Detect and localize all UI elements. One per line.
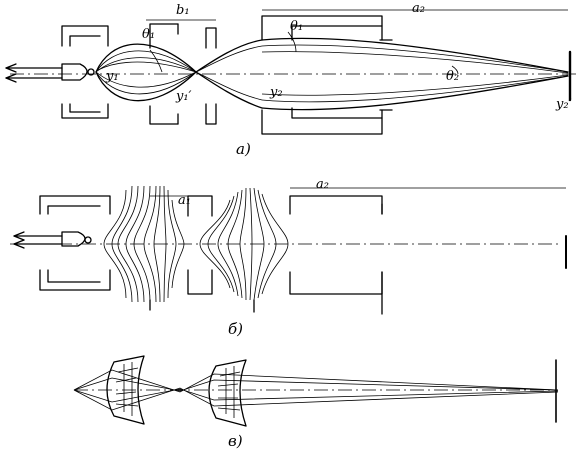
emitter-arrows-b bbox=[13, 231, 92, 249]
cathode-housing-b bbox=[39, 195, 111, 291]
beam-envelope-right-a bbox=[261, 37, 569, 111]
beam-envelope-middle-a bbox=[195, 39, 263, 109]
theta1-left-arc bbox=[149, 49, 163, 73]
label-b1: b₁ bbox=[176, 3, 190, 18]
label-a2: a₂ bbox=[412, 1, 425, 16]
theta2-arc bbox=[451, 65, 459, 75]
panel-a: b₁ a₂ θ₁ θ₁ θ₂ y₁ y₁′ y₂ y₂′ а) bbox=[5, 1, 578, 158]
panel-c: в) bbox=[73, 355, 559, 450]
theta1-right-arc bbox=[287, 31, 297, 53]
label-y2-prime: y₂′ bbox=[555, 97, 572, 112]
lens1-electrodes-a bbox=[149, 23, 217, 125]
label-y2: y₂ bbox=[269, 85, 283, 100]
equipotential-lens1-b bbox=[103, 185, 185, 303]
beam-envelope-left-a bbox=[95, 43, 197, 102]
label-a2-b: a₂ bbox=[316, 177, 329, 192]
cathode-housing-a bbox=[61, 25, 109, 119]
label-y1-prime: y₁′ bbox=[175, 89, 192, 104]
lens-electrodes-b bbox=[149, 195, 383, 315]
equipotential-lens2-b bbox=[199, 187, 289, 301]
lens2-c bbox=[208, 359, 247, 427]
emitter-arrows-a bbox=[5, 63, 95, 83]
rays-c bbox=[73, 369, 559, 411]
label-theta1-right: θ₁ bbox=[290, 19, 303, 34]
caption-b: б) bbox=[228, 320, 243, 338]
caption-a: а) bbox=[236, 140, 251, 158]
panel-b: a₁ a₂ б) bbox=[10, 177, 567, 338]
label-a1: a₁ bbox=[178, 193, 191, 208]
label-y1: y₁ bbox=[105, 69, 119, 84]
label-theta2: θ₂ bbox=[446, 69, 459, 84]
caption-c: в) bbox=[228, 432, 243, 450]
lens2-electrodes-a bbox=[261, 15, 393, 135]
label-theta1-left: θ₁ bbox=[142, 27, 155, 42]
